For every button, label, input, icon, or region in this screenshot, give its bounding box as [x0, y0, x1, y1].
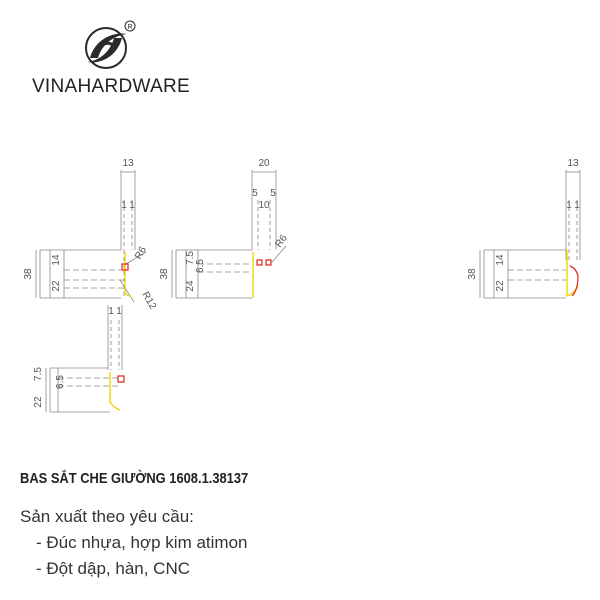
v1-top-sub-b: 1: [129, 200, 135, 211]
brand-name: VINAHARDWARE: [31, 76, 191, 97]
v1-radius-b: R6: [133, 245, 149, 262]
v4-height-6-5: 6.5: [55, 375, 66, 389]
swirl-logo-icon: R: [85, 20, 136, 69]
brand-logo: R VINAHARDWARE: [20, 18, 202, 98]
v1-top-dim: 13: [122, 158, 134, 169]
v3-height: 38: [467, 268, 478, 280]
v1-height-22: 22: [51, 280, 62, 292]
method-item: - Đúc nhựa, hợp kim atimon: [36, 533, 248, 552]
v4-height-7-5: 7.5: [33, 367, 44, 381]
v3-top-sub-b: 1: [574, 200, 580, 211]
v1-height: 38: [23, 268, 34, 280]
v1-height-14: 14: [51, 254, 62, 266]
v3-top-dim: 13: [567, 158, 579, 169]
view-4: [45, 305, 123, 413]
v2-top-sub-b: 10: [258, 200, 270, 211]
v1-radius-a: R12: [139, 290, 158, 312]
v2-height-6-5: 6.5: [195, 259, 206, 273]
view-1: [35, 170, 147, 303]
technical-drawing: 13 1 1 38 22 14 R12 R6 20 5 10 5 38 24 7…: [23, 158, 581, 413]
production-intro: Sản xuất theo yêu cầu:: [20, 507, 194, 526]
product-title: BAS SẮT CHE GIƯỜNG 1608.1.38137: [20, 470, 249, 487]
v3-height-14: 14: [495, 254, 506, 266]
view-2: [171, 170, 287, 299]
v4-top-sub-b: 1: [116, 306, 122, 317]
v1-top-sub-a: 1: [121, 200, 127, 211]
registered-mark: R: [127, 24, 132, 31]
v2-height-24: 24: [185, 280, 196, 292]
v2-top-dim: 20: [258, 158, 270, 169]
section-marks: [117, 259, 579, 383]
v2-height: 38: [159, 268, 170, 280]
v2-top-sub-c: 5: [270, 188, 276, 199]
view-3: [479, 170, 581, 299]
v4-top-sub-a: 1: [108, 306, 114, 317]
product-description: Sản xuất theo yêu cầu: - Đúc nhựa, hợp k…: [20, 504, 248, 582]
method-item: - Đột dập, hàn, CNC: [36, 559, 191, 578]
v3-top-sub-a: 1: [566, 200, 572, 211]
v3-height-22: 22: [495, 280, 506, 292]
v2-top-sub-a: 5: [252, 188, 258, 199]
v4-height-22: 22: [33, 396, 44, 408]
v2-height-7-5: 7.5: [185, 251, 196, 265]
